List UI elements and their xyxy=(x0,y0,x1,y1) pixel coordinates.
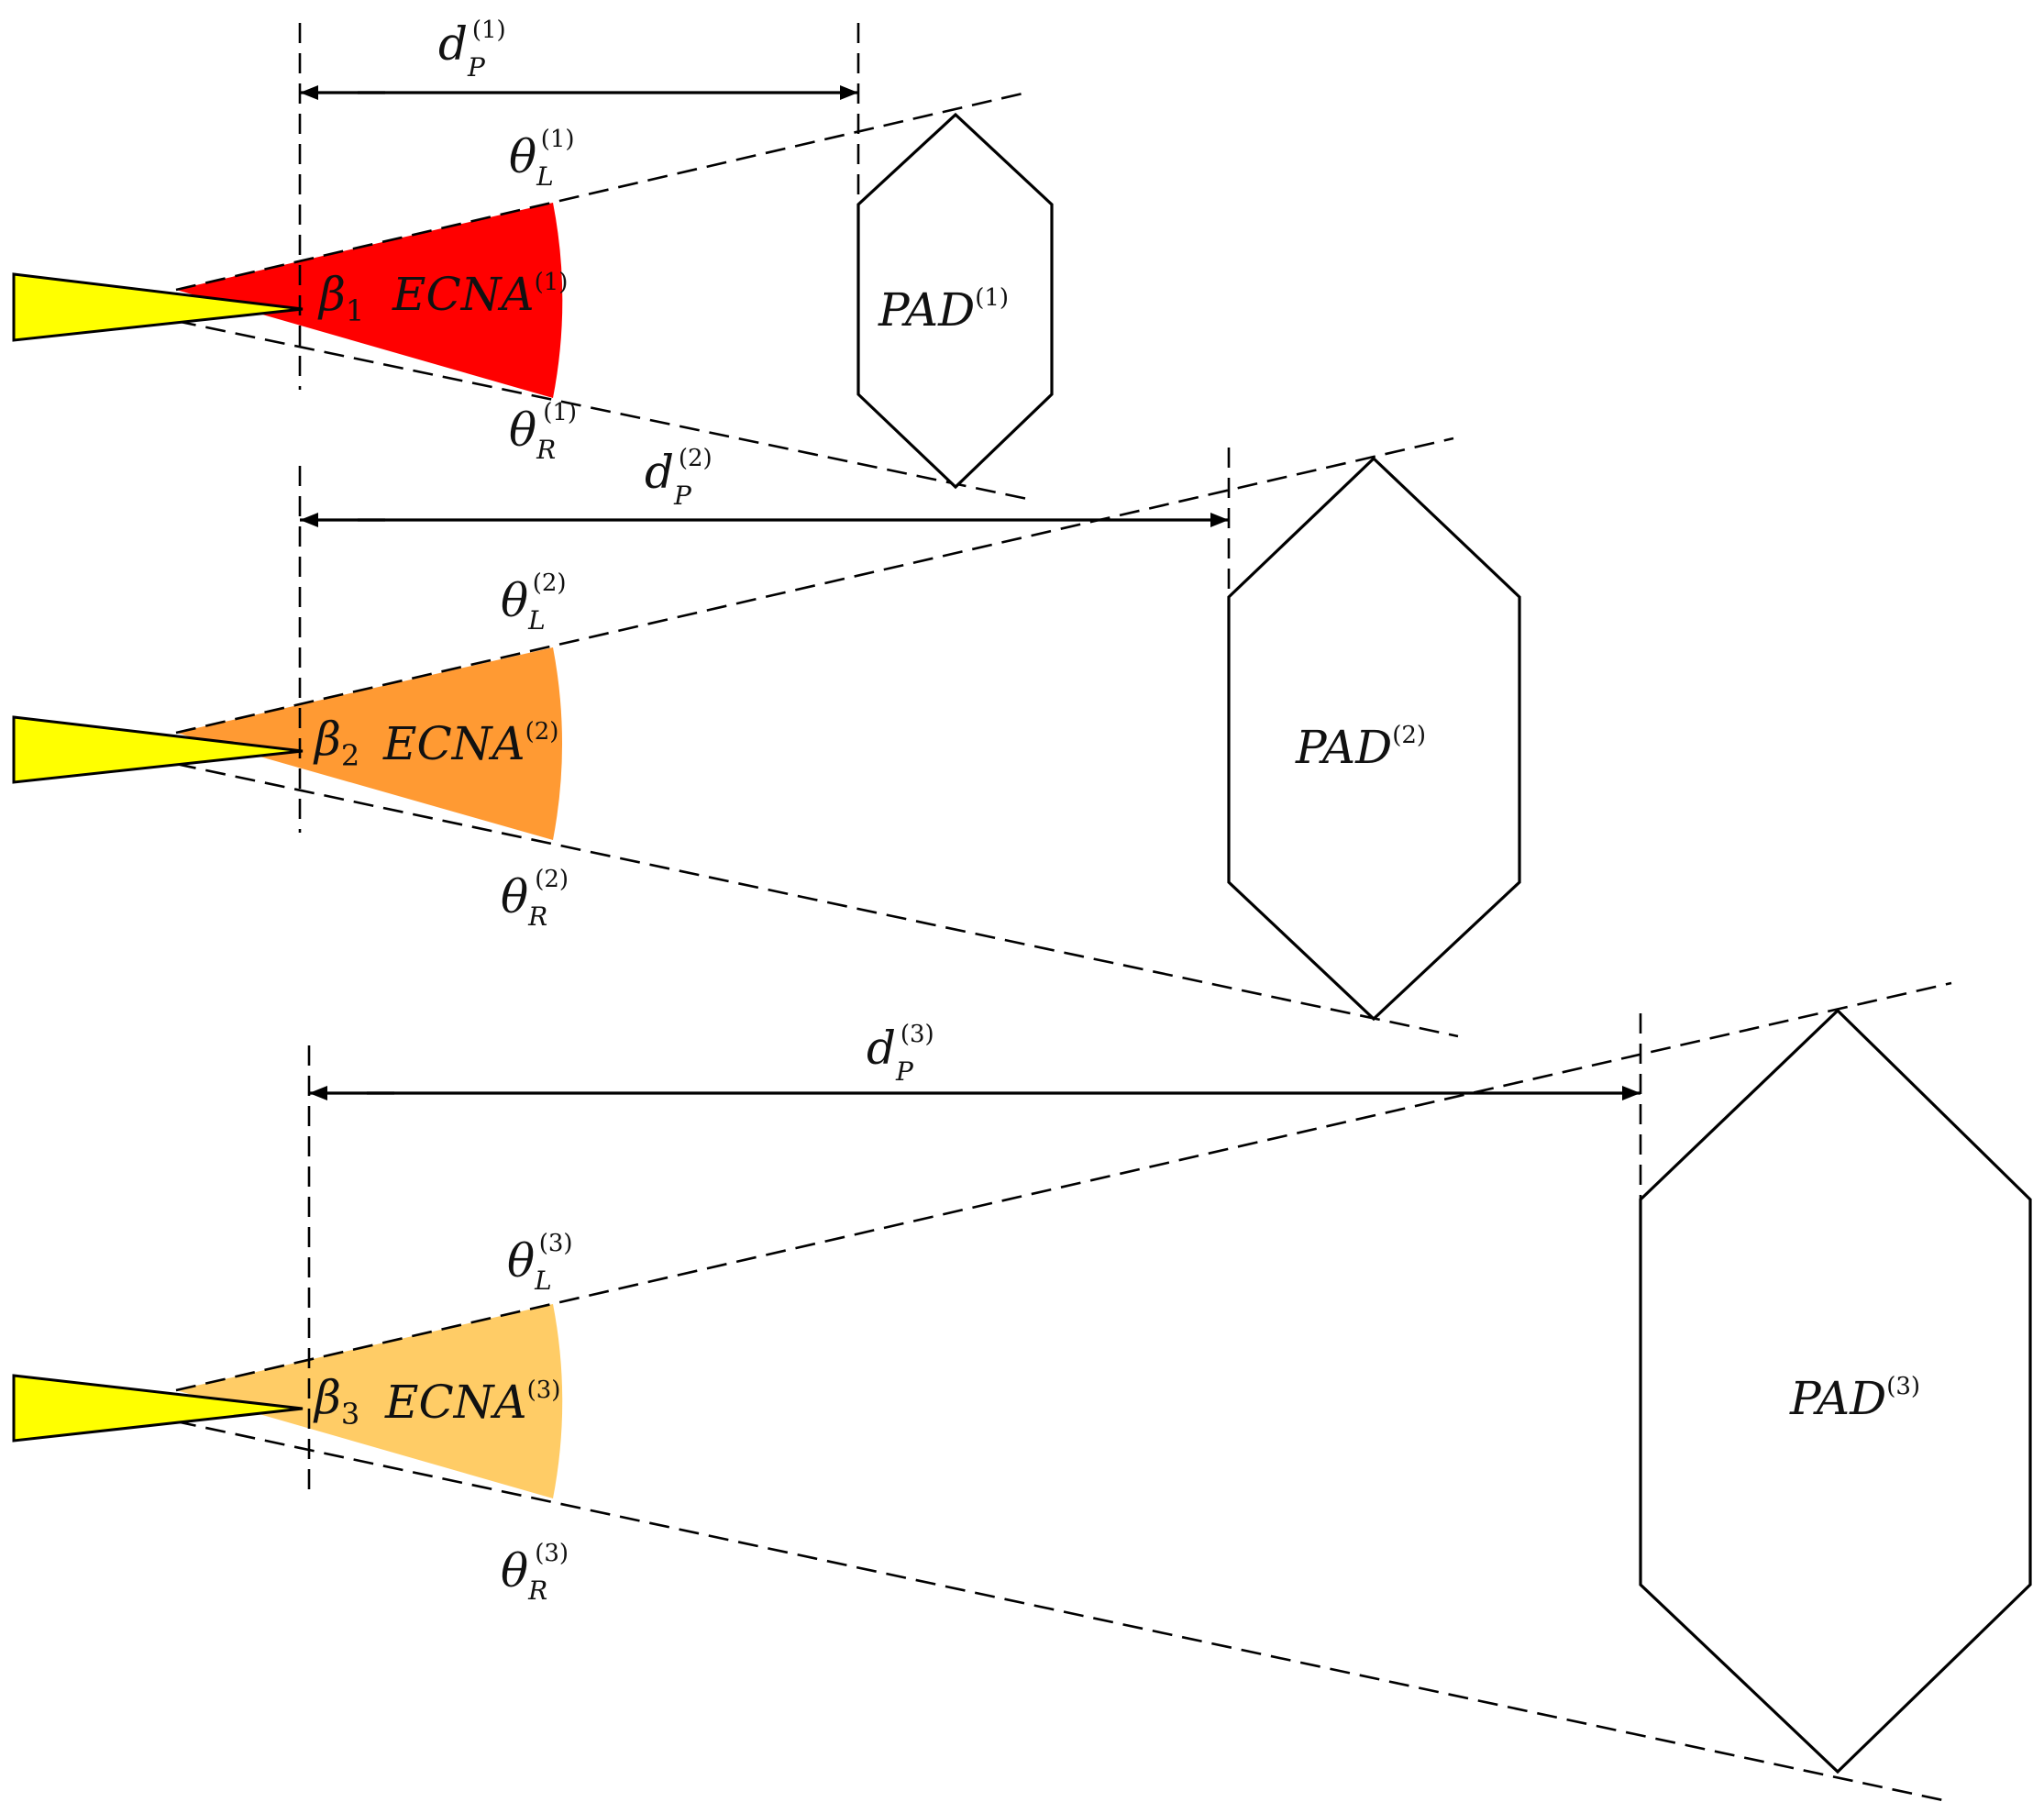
ecna-label-2: ECNA(2) xyxy=(382,717,558,770)
sector-3 xyxy=(176,1304,563,1498)
boundary-left-1 xyxy=(175,92,1023,292)
pad-hexagon-2 xyxy=(1227,456,1521,1022)
boundary-left-2 xyxy=(175,437,1454,735)
dp-label-3: dP(3) xyxy=(867,1021,934,1087)
pad-hexagon-3 xyxy=(1639,1008,2032,1774)
dp-label-1: dP(1) xyxy=(438,17,506,83)
theta-l-label-3: θL(3) xyxy=(507,1230,573,1296)
theta-r-label-1: θR(1) xyxy=(509,399,577,465)
theta-l-label-2: θL(2) xyxy=(501,569,567,636)
boundary-left-3 xyxy=(175,981,1952,1392)
pad-label-2: PAD(2) xyxy=(1295,721,1426,774)
wedge-icon xyxy=(12,272,304,342)
ecna-label-1: ECNA(1) xyxy=(392,268,568,321)
wedge-icon xyxy=(12,1374,304,1443)
beta-label-1: β1 xyxy=(317,268,364,328)
wedge-icon xyxy=(12,715,304,784)
sector-2 xyxy=(176,647,562,840)
sector-1 xyxy=(176,203,563,398)
beta-label-3: β3 xyxy=(313,1371,359,1432)
group-2: dP(2) θL(2) θR(2) β2 ECNA(2) PAD(2) xyxy=(12,437,1521,1038)
boundary-right-2 xyxy=(175,762,1459,1038)
dp-label-2: dP(2) xyxy=(645,445,713,511)
pad-label-1: PAD(1) xyxy=(878,283,1009,337)
boundary-right-1 xyxy=(175,319,1033,502)
pad-label-3: PAD(3) xyxy=(1789,1372,1920,1425)
theta-r-label-2: θR(2) xyxy=(501,866,569,932)
beta-label-2: β2 xyxy=(313,713,359,773)
group-1: dP(1) θL(1) θR(1) β1 ECNA(1) PAD(1) xyxy=(12,17,1054,502)
theta-r-label-3: θR(3) xyxy=(501,1540,569,1606)
theta-l-label-1: θL(1) xyxy=(509,126,575,192)
pad-hexagon-1 xyxy=(856,112,1054,490)
ecna-label-3: ECNA(3) xyxy=(384,1376,560,1429)
group-3: dP(3) θL(3) θR(3) β3 ECNA(3) PAD(3) xyxy=(12,981,2032,1804)
